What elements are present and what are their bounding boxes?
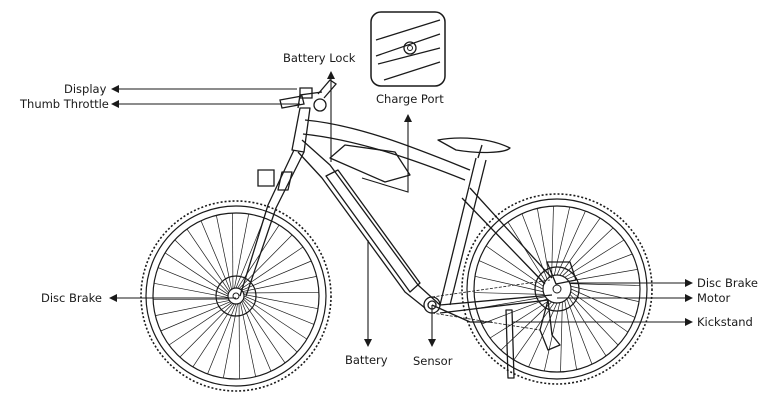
label-thumb-throttle: Thumb Throttle bbox=[20, 98, 109, 111]
charge-port-inset bbox=[371, 12, 445, 86]
spoke bbox=[244, 298, 307, 340]
front-disc-rotor bbox=[216, 276, 256, 316]
spoke bbox=[482, 299, 547, 324]
spoke bbox=[216, 215, 231, 289]
label-sensor: Sensor bbox=[413, 355, 452, 368]
bell bbox=[314, 99, 326, 111]
spoke bbox=[552, 206, 554, 276]
leader-lines bbox=[110, 72, 692, 346]
rear-wheel bbox=[462, 194, 652, 384]
spoke bbox=[569, 269, 638, 281]
spoke bbox=[155, 300, 229, 315]
spoke bbox=[243, 276, 317, 291]
label-disc-brake-rear: Disc Brake bbox=[697, 277, 758, 290]
spoke bbox=[561, 302, 563, 372]
label-motor: Motor bbox=[697, 292, 730, 305]
spoke bbox=[240, 303, 255, 377]
label-battery-lock: Battery Lock bbox=[283, 52, 355, 65]
label-disc-brake-front: Disc Brake bbox=[41, 292, 102, 305]
spoke bbox=[565, 301, 577, 370]
front-reflector bbox=[258, 170, 274, 186]
label-display: Display bbox=[64, 83, 106, 96]
front-wheel bbox=[141, 201, 331, 391]
battery-pack bbox=[326, 170, 420, 292]
saddle bbox=[438, 138, 510, 152]
spoke bbox=[165, 253, 228, 295]
label-charge-port: Charge Port bbox=[376, 93, 444, 106]
rear-hub-motor bbox=[535, 267, 579, 311]
label-battery: Battery bbox=[345, 354, 388, 367]
spoke bbox=[514, 303, 554, 360]
spoke bbox=[193, 304, 235, 367]
spoke bbox=[570, 284, 640, 286]
spoke bbox=[567, 254, 632, 279]
spoke bbox=[560, 218, 600, 275]
spoke bbox=[537, 208, 549, 277]
label-kickstand: Kickstand bbox=[697, 316, 753, 329]
handlebar bbox=[258, 80, 336, 186]
spoke bbox=[474, 293, 544, 295]
spoke bbox=[567, 299, 592, 364]
